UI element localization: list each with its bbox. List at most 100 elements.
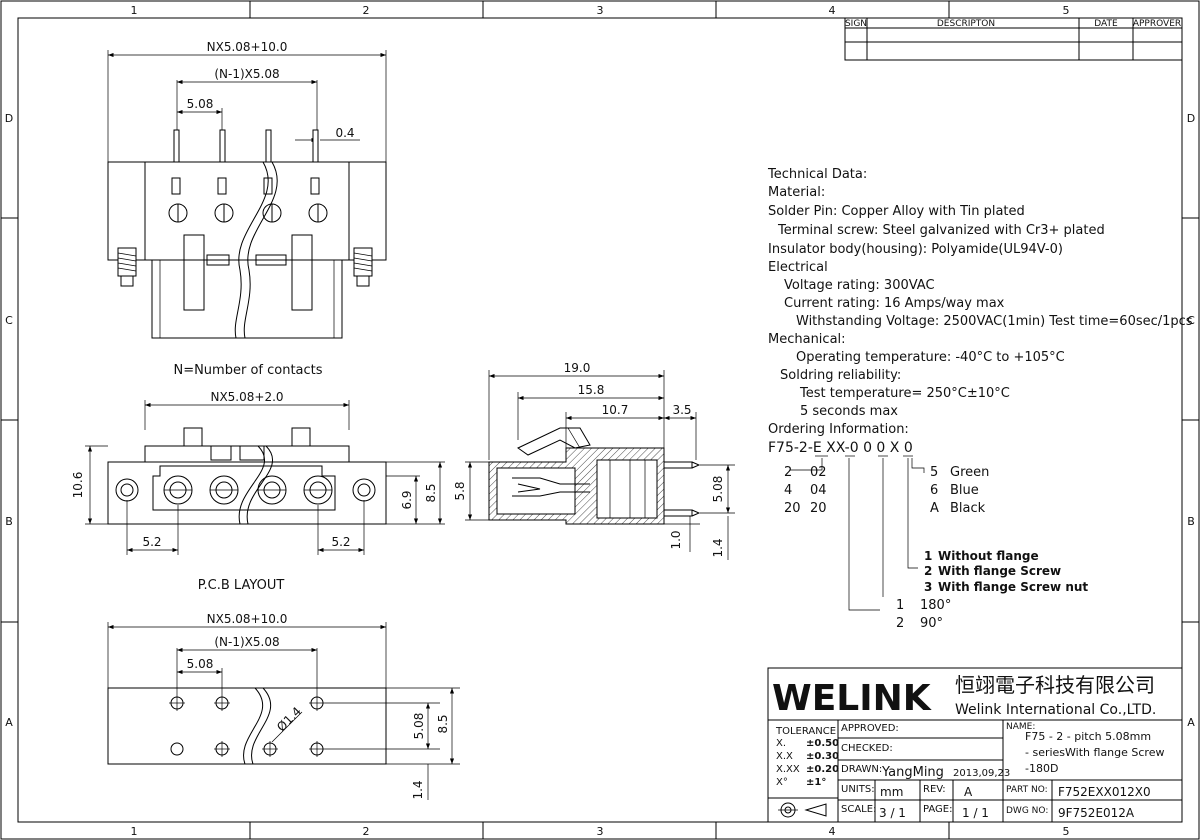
page-label: PAGE: [923,804,953,815]
color-code-2: A [930,501,939,516]
row-label-d-right: D [1187,112,1195,125]
front-dim-height: 10.6 [71,472,85,499]
pin-option-value-1: 04 [810,483,827,498]
top-view-caption: N=Number of contacts [173,363,322,378]
projection-symbol-icon [778,802,827,818]
tech-line-0: Technical Data: [767,167,867,182]
pin-option-value-0: 02 [810,465,827,480]
top-dim-total: NX5.08+10.0 [207,40,288,54]
page-value: 1 / 1 [962,806,989,820]
tolerance-val-3: ±1° [806,777,826,788]
angle-value-1: 90° [920,616,943,631]
pcb-dim-85: 8.5 [436,714,450,733]
name-line-2: -180D [1025,762,1058,775]
pcb-dim-pitch: 5.08 [187,657,214,671]
title-block: WELINK 恒翊電子科技有限公司 Welink International C… [767,667,1183,823]
rev-value: A [964,785,973,799]
angle-code-1: 2 [896,616,904,631]
flange-code-1: 2 [924,564,932,578]
tech-line-3: Terminal screw: Steel galvanized with Cr… [777,223,1105,238]
col-label-5-bottom: 5 [1063,825,1070,838]
pcb-view: NX5.08+10.0 (N-1)X5.08 5.08 Ø1.4 5.08 8.… [107,612,460,800]
top-dim-inner: (N-1)X5.08 [214,67,279,81]
side-dim-190: 19.0 [564,361,591,375]
scale-value: 3 / 1 [879,806,906,820]
tech-line-12: Test temperature= 250°C±10°C [799,386,1010,401]
side-dim-35: 3.5 [672,403,691,417]
flange-name-1: With flange Screw [938,564,1061,578]
dwg-no-value: 9F752E012A [1058,806,1135,820]
tolerance-val-2: ±0.20 [806,764,839,775]
dwg-no-label: DWG NO: [1006,806,1048,816]
part-no-label: PART NO: [1006,785,1048,795]
side-view: 19.0 15.8 10.7 3.5 5.8 [453,361,735,560]
tech-line-10: Operating temperature: -40°C to +105°C [796,350,1065,365]
tech-line-9: Mechanical: [768,332,846,347]
name-line-1: - seriesWith flange Screw [1025,746,1164,759]
tech-line-6: Voltage rating: 300VAC [784,278,935,293]
row-label-a-right: A [1187,716,1195,729]
col-label-2: 2 [363,4,370,17]
tolerance-val-0: ±0.50 [806,738,839,749]
front-dim-left: 5.2 [142,535,161,549]
top-dim-pitch: 5.08 [187,97,214,111]
company-name-en: Welink International Co.,LTD. [955,702,1156,718]
row-label-d: D [5,112,13,125]
side-dim-158: 15.8 [578,383,605,397]
top-dim-pin: 0.4 [335,126,354,140]
tolerance-key-2: X.XX [776,764,800,775]
tech-line-7: Current rating: 16 Amps/way max [784,296,1005,311]
technical-data: Technical Data: Material: Solder Pin: Co… [767,167,1193,437]
rev-header-date: DATE [1094,19,1118,29]
part-no-value: F752EXX012X0 [1058,785,1151,799]
flange-name-2: With flange Screw nut [938,580,1088,594]
pcb-dim-total: NX5.08+10.0 [207,612,288,626]
front-dim-85: 8.5 [424,483,438,502]
flange-code-0: 1 [924,549,932,563]
col-label-2-bottom: 2 [363,825,370,838]
flange-code-2: 3 [924,580,932,594]
side-dim-14: 1.4 [711,538,725,557]
front-dim-top: NX5.08+2.0 [210,390,283,404]
pcb-dim-508: 5.08 [412,713,426,740]
front-dim-69: 6.9 [400,490,414,509]
drawn-date: 2013,09,23 [953,768,1010,779]
tech-line-14: Ordering Information: [768,422,909,437]
tech-line-8: Withstanding Voltage: 2500VAC(1min) Test… [796,314,1193,329]
row-label-a: A [5,716,13,729]
col-label-1: 1 [131,4,138,17]
front-view: NX5.08+2.0 10.6 6.9 [71,390,445,593]
rev-label: REV: [923,784,946,795]
col-label-5: 5 [1063,4,1070,17]
drawn-label: DRAWN: [841,764,882,775]
drawn-by: YangMing [881,765,944,780]
tech-line-2: Solder Pin: Copper Alloy with Tin plated [768,204,1025,219]
tech-line-11: Soldring reliability: [780,368,901,383]
pcb-dim-14: 1.4 [411,780,425,799]
color-code-1: 6 [930,483,938,498]
pin-option-code-0: 2 [784,465,792,480]
company-name-cn: 恒翊電子科技有限公司 [955,673,1155,697]
row-label-c-right: C [1187,314,1195,327]
tech-line-1: Material: [768,185,825,200]
pcb-dim-hole: Ø1.4 [274,704,304,734]
rev-header-sign: SIGN [845,19,867,29]
color-name-2: Black [950,501,986,516]
col-label-4: 4 [829,4,836,17]
pin-option-code-2: 20 [784,501,801,516]
front-view-caption: P.C.B LAYOUT [198,578,285,593]
pin-option-value-2: 20 [810,501,827,516]
tech-line-5: Electrical [768,260,828,275]
tolerance-label: TOLERANCE [775,726,836,737]
approved-label: APPROVED: [841,723,899,734]
side-dim-508: 5.08 [711,476,725,503]
color-name-1: Blue [950,483,979,498]
col-label-4-bottom: 4 [829,825,836,838]
color-code-0: 5 [930,465,938,480]
revision-table: SIGN DESCRIPTON DATE APPROVER [844,17,1183,61]
checked-label: CHECKED: [841,743,893,754]
color-name-0: Green [950,465,989,480]
tech-line-13: 5 seconds max [800,404,898,419]
angle-value-0: 180° [920,598,951,613]
tolerance-val-1: ±0.30 [806,751,839,762]
